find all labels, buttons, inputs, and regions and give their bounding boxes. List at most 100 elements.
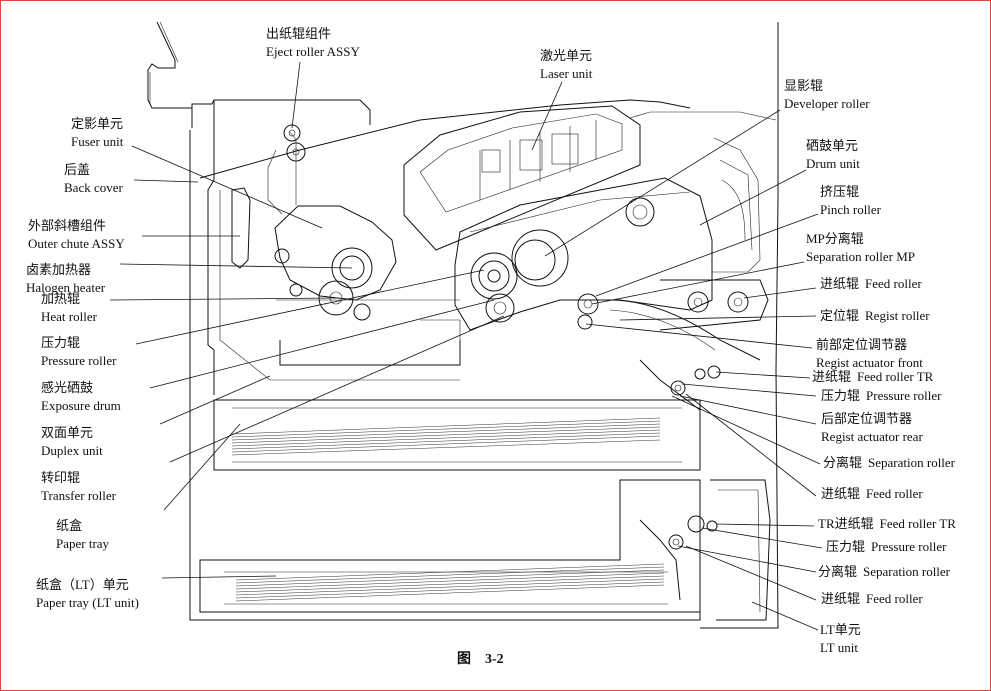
leader-regist-actuator-front: [585, 323, 813, 349]
callout-paper-tray: 纸盒 Paper tray: [56, 518, 110, 551]
leader-lines: [109, 61, 823, 631]
feed-roller-3-label-en: Feed roller: [866, 591, 923, 606]
eject-roller-assy-label-zh: 出纸辊组件: [266, 26, 331, 41]
callout-exposure-drum: 感光硒鼓 Exposure drum: [41, 380, 121, 413]
printer-machine-outline: [147, 21, 779, 629]
leader-paper-tray-lt: [161, 575, 277, 579]
exposure-drum-label-en: Exposure drum: [41, 398, 121, 413]
leader-transfer-roller: [169, 315, 505, 463]
pressure-roller-2-label: 压力辊 Pressure roller: [826, 539, 947, 554]
callout-feed-roller-tr-1: 进纸辊 Feed roller TR: [812, 369, 934, 384]
paper-tray-label-zh: 纸盒: [56, 518, 82, 533]
feed-roller-2-label-en: Feed roller: [866, 486, 923, 501]
feed-roller-tr-1-label-en: Feed roller TR: [857, 369, 934, 384]
pressure-roller-2-label-en: Pressure roller: [871, 539, 947, 554]
separation-roller-mp-label-en: Separation roller MP: [806, 249, 915, 264]
paper-tray-lt-label-zh: 纸盒（LT）单元: [36, 577, 129, 592]
leader-feed-roller-tr-2: [715, 523, 815, 527]
leader-regist-roller: [619, 315, 817, 321]
fuser-unit-label-zh: 定影单元: [71, 116, 123, 131]
feed-roller-tr-2-label-zh: TR进纸辊: [818, 516, 874, 531]
paper-tray-label-en: Paper tray: [56, 536, 110, 551]
leader-pressure-roller-2: [701, 527, 823, 549]
regist-actuator-rear-label-en: Regist actuator rear: [821, 429, 923, 444]
leader-developer-roller: [544, 109, 781, 257]
duplex-unit-label-en: Duplex unit: [41, 443, 103, 458]
feed-roller-tr-1-label-zh: 进纸辊: [812, 369, 851, 384]
feed-roller-1-label-en: Feed roller: [865, 276, 922, 291]
feed-roller-1-label-zh: 进纸辊: [820, 276, 859, 291]
regist-actuator-front-label-zh: 前部定位调节器: [816, 337, 907, 352]
leader-separation-roller-1: [671, 395, 821, 465]
feed-roller-2-label: 进纸辊 Feed roller: [821, 486, 923, 501]
leader-feed-roller-1: [743, 287, 817, 299]
back-cover-label-zh: 后盖: [64, 162, 90, 177]
leader-pinch-roller: [595, 213, 819, 297]
leader-pressure-roller-1: [681, 383, 817, 397]
drum-unit-label-zh: 硒鼓单元: [806, 138, 858, 153]
callout-regist-roller: 定位辊 Regist roller: [820, 308, 930, 323]
outer-chute-assy-label-en: Outer chute ASSY: [28, 236, 125, 251]
callout-duplex-unit: 双面单元 Duplex unit: [41, 425, 103, 458]
laser-unit-label-en: Laser unit: [540, 66, 593, 81]
pressure-roller-1-label-en: Pressure roller: [866, 388, 942, 403]
pressure-roller-2-label-zh: 压力辊: [826, 539, 865, 554]
feed-roller-tr-1-label: 进纸辊 Feed roller TR: [812, 369, 934, 384]
regist-roller-label-zh: 定位辊: [820, 308, 859, 323]
feed-roller-2-label-zh: 进纸辊: [821, 486, 860, 501]
exposure-drum-label-zh: 感光硒鼓: [41, 380, 93, 395]
pressure-roller-1-label-zh: 压力辊: [821, 388, 860, 403]
paper-tray-lt-label-en: Paper tray (LT unit): [36, 595, 139, 610]
callout-drum-unit: 硒鼓单元 Drum unit: [806, 138, 860, 171]
fuser-unit-label-en: Fuser unit: [71, 134, 124, 149]
leader-laser-unit: [531, 81, 563, 151]
heat-roller-label-zh: 加热辊: [41, 291, 80, 306]
paper-stack-lower-tray: [235, 563, 665, 602]
leader-halogen-heater: [119, 263, 353, 269]
leader-duplex-unit: [159, 375, 271, 425]
regist-actuator-rear-label-zh: 后部定位调节器: [821, 411, 912, 426]
figure-caption: 图 3-2: [457, 651, 504, 667]
halogen-heater-label-en: Halogen heater: [26, 280, 106, 295]
lt-unit-label-zh: LT单元: [820, 622, 861, 637]
leader-fuser-unit: [131, 145, 323, 229]
leader-pressure-roller-fuser: [135, 269, 485, 345]
leader-drum-unit: [699, 169, 807, 226]
callout-laser-unit: 激光单元 Laser unit: [540, 48, 593, 81]
laser-unit-label-zh: 激光单元: [540, 48, 592, 63]
callout-pressure-roller-1: 压力辊 Pressure roller: [821, 388, 942, 403]
duplex-unit-label-zh: 双面单元: [41, 425, 93, 440]
regist-roller-label: 定位辊 Regist roller: [820, 308, 930, 323]
leader-separation-roller-2: [677, 545, 817, 573]
leader-back-cover: [133, 179, 199, 183]
leader-separation-roller-mp: [591, 261, 805, 305]
callout-fuser-unit: 定影单元 Fuser unit: [71, 116, 124, 149]
drum-unit-label-en: Drum unit: [806, 156, 860, 171]
callout-feed-roller-2: 进纸辊 Feed roller: [821, 486, 923, 501]
callout-paper-tray-lt: 纸盒（LT）单元 Paper tray (LT unit): [36, 577, 139, 610]
callout-pressure-roller-2: 压力辊 Pressure roller: [826, 539, 947, 554]
callout-regist-actuator-rear: 后部定位调节器 Regist actuator rear: [821, 411, 923, 444]
lt-unit-label-en: LT unit: [820, 640, 858, 655]
regist-roller-label-en: Regist roller: [865, 308, 930, 323]
separation-roller-1-label-zh: 分离辊: [823, 455, 862, 470]
pressure-roller-fuser-label-zh: 压力辊: [41, 335, 80, 350]
leader-lt-unit: [751, 601, 819, 631]
pinch-roller-label-en: Pinch roller: [820, 202, 882, 217]
